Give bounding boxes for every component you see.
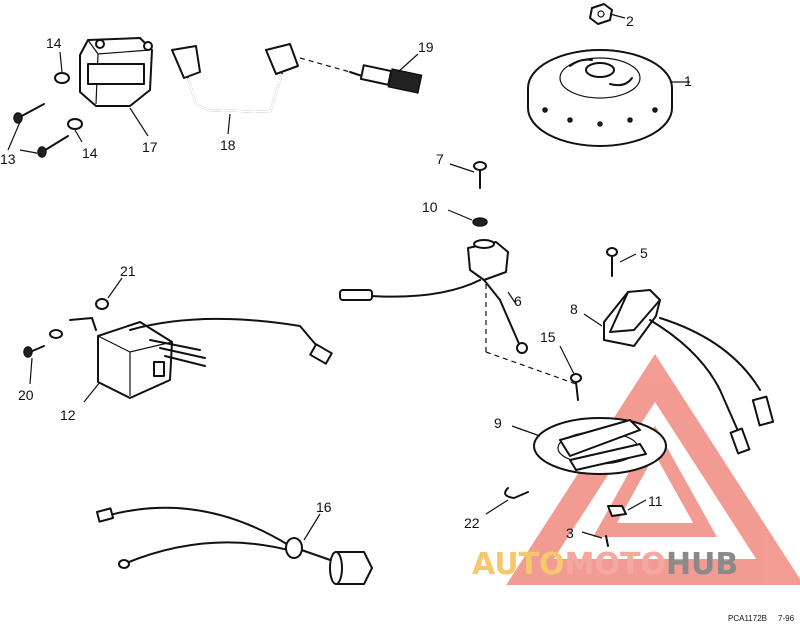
callout-1: 1 [684,73,692,89]
callout-12: 12 [60,407,76,423]
callout-11: 11 [648,493,663,509]
callout-21: 21 [120,263,136,279]
ignition-coil [79,37,153,107]
washer-bottom [67,118,83,130]
watermark-part3: HUB [666,547,738,582]
callout-14-bottom: 14 [82,145,98,161]
washer-20 [49,329,63,339]
screw-15 [570,373,582,401]
washer-10 [472,217,488,227]
spark-plug-lead [171,43,299,114]
callout-22: 22 [464,515,480,531]
watermark-part2: MOTO [565,547,666,582]
clip-11 [607,505,627,517]
callout-7: 7 [436,151,444,167]
figure-date: 7-96 [778,614,795,623]
screw-7 [473,161,487,189]
callout-20: 20 [18,387,34,403]
clamp-22 [504,487,529,499]
nut-21 [95,298,109,310]
callout-6: 6 [514,293,522,309]
screw-20 [23,345,45,358]
charge-coil-8 [603,289,775,455]
callout-17: 17 [142,139,158,155]
screw-3 [605,535,609,547]
spark-plug [349,64,423,94]
watermark-logo [506,353,800,585]
flywheel-nut [589,3,613,25]
callout-16: 16 [316,499,332,515]
callout-9: 9 [494,415,502,431]
figure-code: PCA1172B [728,614,767,623]
callout-13: 13 [0,151,16,167]
sensor-6 [339,239,528,354]
callout-10: 10 [422,199,438,215]
washer-top [54,72,70,84]
watermark-text: AUTOMOTOHUB [472,547,738,582]
callout-15: 15 [540,329,556,345]
callout-14-top: 14 [46,35,62,51]
wiring-harness [95,506,373,585]
callout-8: 8 [570,301,578,317]
callout-19: 19 [418,39,434,55]
power-pack [69,317,333,399]
callout-5: 5 [640,245,648,261]
flywheel [527,49,673,147]
stator-plate [533,417,667,475]
screw-5 [606,247,618,277]
callout-18: 18 [220,137,236,153]
callout-3: 3 [566,525,574,541]
watermark-part1: AUTO [472,547,565,582]
coil-screws [13,103,69,158]
callout-2: 2 [626,13,634,29]
